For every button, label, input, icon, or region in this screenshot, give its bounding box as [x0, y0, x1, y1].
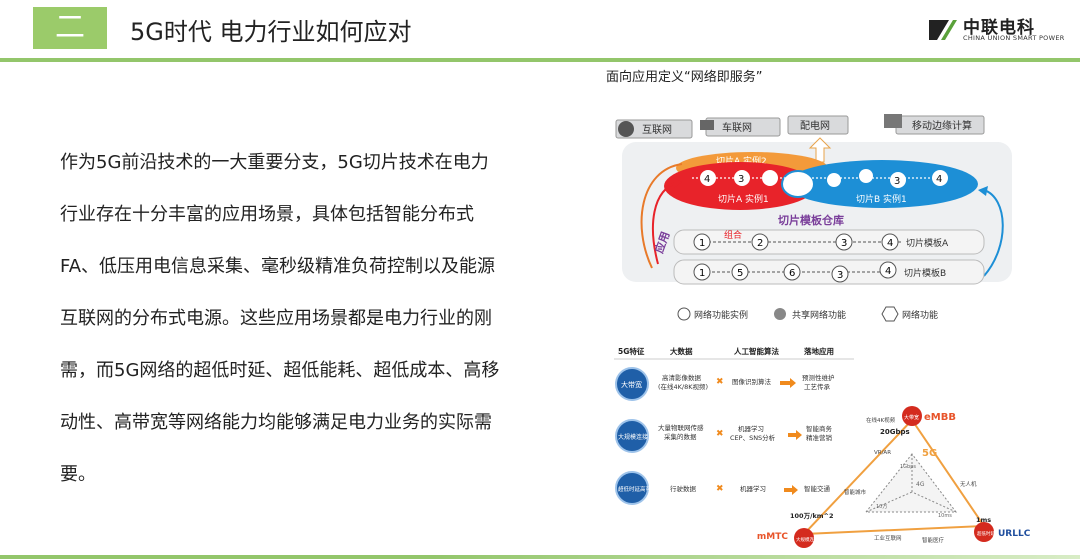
- feature-row-2-data-1: 大量物联网传感: [658, 423, 704, 432]
- slice-a-nodes: 4 3: [700, 170, 778, 186]
- feature-row-3-badge: 超低时延高可靠: [618, 485, 657, 493]
- feature-row-1-data-1: 高清影像数据: [662, 373, 702, 382]
- header-bar: 二 5G时代 电力行业如何应对 中联电科 CHINA UNION SMART P…: [0, 0, 1080, 58]
- 5g-features-figure: 5G特征 大数据 人工智能算法 落地应用 大带宽 高清影像数据 (在线4K/8K…: [604, 342, 1034, 552]
- page-title: 5G时代 电力行业如何应对: [130, 18, 412, 46]
- template-b-node-3: 6: [789, 268, 795, 279]
- triangle-bandwidth: 20Gbps: [880, 428, 910, 436]
- section-number-badge: 二: [33, 7, 107, 49]
- feature-row-2-app-2: 精准营销: [806, 433, 833, 442]
- features-header-1: 5G特征: [618, 346, 645, 356]
- triangle-10ms: 10ms: [938, 513, 952, 519]
- slice-b-nodes: 3 4: [827, 169, 948, 188]
- company-logo: 中联电科 CHINA UNION SMART POWER: [927, 14, 1067, 46]
- triangle-city: 智能城市: [844, 488, 867, 496]
- legend-item-2: 共享网络功能: [792, 309, 846, 321]
- feature-row-2-ai-1: 机器学习: [738, 424, 764, 433]
- legend-item-1: 网络功能实例: [694, 309, 748, 321]
- template-a-nodes: 1 2 3 4: [693, 233, 899, 251]
- feature-row-2-ai-2: CEP、SNS分析: [730, 433, 776, 442]
- triangle-drone: 无人机: [960, 480, 977, 488]
- triangle-top-left: 在线4K视频: [866, 416, 896, 424]
- triangle-health: 智能医疗: [922, 536, 945, 544]
- feature-row-1-app-2: 工艺传承: [804, 382, 831, 391]
- top-label-power-network: 配电网: [787, 115, 849, 135]
- template-a-node-1: 1: [699, 238, 705, 249]
- triangle-urllc: URLLC: [998, 529, 1031, 539]
- feature-row-2-badge: 大规模连接: [618, 433, 648, 441]
- feature-row-2-data-2: 采集的数据: [664, 432, 697, 441]
- slice-b-node-1: 3: [894, 176, 900, 187]
- feature-row-1-ai-1: 图像识别算法: [732, 377, 772, 386]
- top-label-internet: 互联网: [615, 119, 693, 139]
- triangle-vr: VR/AR: [874, 450, 891, 456]
- feature-row-3-ai-1: 机器学习: [740, 484, 766, 493]
- feature-row-3: 超低时延高可靠 行驶数据 ✖ 机器学习 智能交通: [615, 471, 831, 505]
- features-header-3: 人工智能算法: [734, 346, 779, 356]
- triangle-4g: 4G: [916, 481, 925, 488]
- slice-b-node-2: 4: [936, 174, 942, 185]
- slice-a-node-1: 4: [704, 174, 710, 185]
- svg-text:✖: ✖: [716, 377, 724, 387]
- features-header-4: 落地应用: [804, 346, 834, 356]
- feature-row-1-data-2: (在线4K/8K视频): [658, 382, 708, 391]
- triangle-left-badge: 大规模连接: [796, 536, 819, 543]
- feature-row-2-app-1: 智能商务: [806, 424, 833, 433]
- triangle-1ms: 1ms: [976, 516, 991, 524]
- feature-row-3-app-1: 智能交通: [804, 484, 831, 493]
- logo-name-cn: 中联电科: [963, 18, 1035, 38]
- feature-row-1-badge: 大带宽: [621, 380, 642, 389]
- slice-a-node-2: 3: [738, 174, 744, 185]
- svg-text:✖: ✖: [716, 484, 724, 494]
- template-b-node-1: 1: [699, 268, 705, 279]
- triangle-center: 5G: [922, 448, 937, 459]
- top-label-internet-text: 互联网: [642, 124, 672, 136]
- top-label-power-network-text: 配电网: [800, 119, 830, 132]
- 5g-triangle: 大带宽 eMBB 大规模连接 mMTC 超低时延 URLLC 5G 在线4K视频…: [757, 406, 1031, 548]
- slice-a1-label: 切片A 实例1: [718, 193, 769, 205]
- figure-title: 面向应用定义“网络即服务”: [606, 70, 763, 85]
- triangle-industry: 工业互联网: [874, 534, 902, 542]
- template-b-node-5: 4: [885, 266, 891, 277]
- logo-mark-icon: [929, 20, 957, 40]
- features-header-2: 大数据: [670, 346, 693, 356]
- template-a-node-2: 2: [757, 238, 763, 249]
- template-b-node-2: 5: [737, 268, 743, 279]
- header-divider: [0, 58, 1080, 62]
- top-label-car-network: 车联网: [700, 117, 781, 137]
- triangle-top-badge: 大带宽: [904, 414, 919, 421]
- triangle-density: 100万/km^2: [790, 512, 834, 520]
- repo-title: 切片模板仓库: [778, 213, 844, 227]
- template-b-node-4: 3: [837, 270, 843, 281]
- triangle-right-badge: 超低时延: [977, 530, 995, 537]
- feature-row-1: 大带宽 高清影像数据 (在线4K/8K视频) ✖ 图像识别算法 预测性维护 工艺…: [615, 367, 835, 401]
- template-a-label: 切片模板A: [906, 237, 949, 249]
- template-a-node-3: 3: [841, 238, 847, 249]
- top-label-car-network-text: 车联网: [722, 121, 752, 134]
- template-b-label: 切片模板B: [904, 267, 946, 279]
- logo-name-en: CHINA UNION SMART POWER: [963, 34, 1065, 42]
- top-label-mec-text: 移动边缘计算: [912, 119, 972, 132]
- feature-row-2: 大规模连接 大量物联网传感 采集的数据 ✖ 机器学习 CEP、SNS分析 智能商…: [615, 419, 833, 453]
- template-a-node-4: 4: [887, 238, 893, 249]
- legend-item-3: 网络功能: [902, 309, 938, 321]
- feature-row-3-data-1: 行驶数据: [670, 484, 697, 493]
- footer-divider: [0, 555, 1080, 559]
- combine-label: 组合: [724, 229, 742, 241]
- network-slicing-diagram: 互联网 车联网 配电网 移动边缘计算 切片A 实例2 4 3 3 4 切片A 实…: [612, 106, 1022, 332]
- svg-text:✖: ✖: [716, 429, 724, 439]
- top-label-mec: 移动边缘计算: [884, 114, 985, 135]
- slice-b1-ellipse: [786, 160, 978, 208]
- diagram-legend: 网络功能实例 共享网络功能 网络功能: [677, 306, 938, 322]
- slice-b1-label: 切片B 实例1: [856, 193, 907, 205]
- triangle-mmtc: mMTC: [757, 532, 788, 542]
- triangle-embb: eMBB: [924, 412, 956, 423]
- template-b-nodes: 1 5 6 3 4: [693, 261, 897, 283]
- body-paragraph: 作为5G前沿技术的一大重要分支，5G切片技术在电力行业存在十分丰富的应用场景，具…: [60, 152, 500, 485]
- feature-row-1-app-1: 预测性维护: [802, 373, 835, 382]
- triangle-10wan: 10万: [876, 504, 887, 510]
- triangle-gbps: 1Gbps: [900, 464, 916, 470]
